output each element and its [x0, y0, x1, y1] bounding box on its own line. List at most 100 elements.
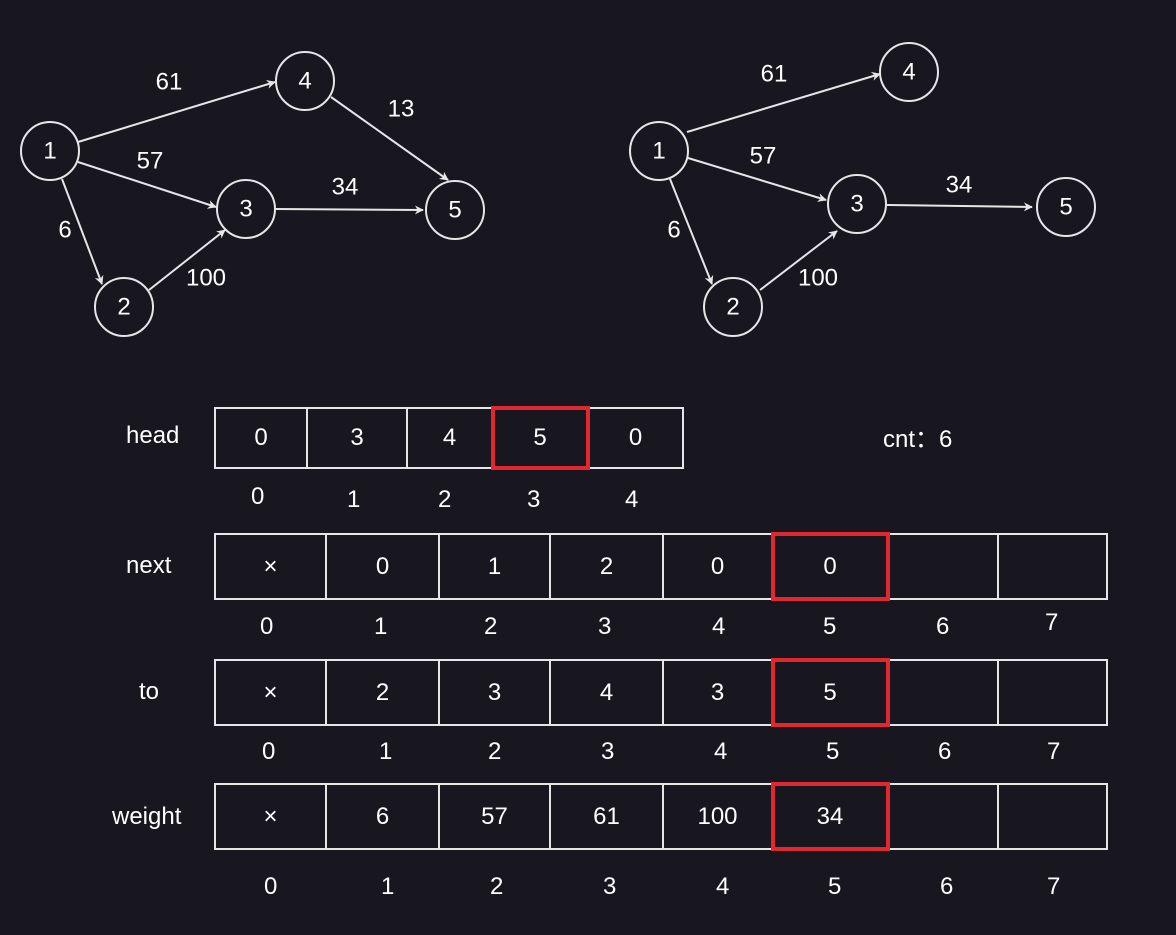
head-index: 2: [438, 486, 452, 513]
right-node-5-circle: [1036, 177, 1096, 237]
next-index: 6: [936, 613, 950, 640]
head-index: 1: [347, 486, 361, 513]
to-cell: [889, 661, 999, 724]
next-cell: 0: [327, 535, 440, 598]
right-node-5-label: 5: [1059, 194, 1072, 221]
to-index: 2: [488, 738, 502, 765]
left-node-3-label: 3: [239, 196, 252, 223]
to-index: 0: [262, 738, 276, 765]
next-cell: 1: [440, 535, 551, 598]
next-cell: 2: [551, 535, 664, 598]
weight-index: 3: [603, 873, 617, 900]
to-index: 3: [601, 738, 615, 765]
next-array: × 0 1 2 0 0: [214, 532, 1108, 601]
weight-cell-highlighted: 34: [771, 782, 890, 851]
weight-cell: 100: [664, 785, 773, 848]
right-edge-3-5: [886, 202, 1033, 212]
to-cell: 3: [440, 661, 551, 724]
next-index: 7: [1045, 609, 1059, 636]
right-graph: [629, 42, 1096, 337]
to-index: 7: [1047, 738, 1061, 765]
weight-cell: [889, 785, 999, 848]
weight-index: 0: [264, 873, 278, 900]
left-weight-4-5: 13: [388, 96, 415, 123]
head-label: head: [126, 422, 180, 449]
left-weight-1-4: 61: [156, 69, 183, 96]
to-cell: [999, 661, 1106, 724]
right-node-3-circle: [827, 174, 887, 234]
left-node-1-circle: [20, 121, 80, 181]
next-cell: [999, 535, 1106, 598]
right-edge-1-2: [669, 178, 714, 285]
to-cell: 4: [551, 661, 664, 724]
left-node-3-circle: [216, 179, 276, 239]
left-node-4-circle: [275, 51, 335, 111]
to-cell: 2: [327, 661, 440, 724]
head-cell: 0: [628, 424, 643, 451]
next-index: 2: [484, 613, 498, 640]
right-node-4-circle: [879, 42, 939, 102]
left-node-5-label: 5: [448, 197, 461, 224]
right-node-2-circle: [703, 277, 763, 337]
to-index: 4: [714, 738, 728, 765]
to-cell: ×: [216, 661, 327, 724]
left-edge-1-2: [61, 178, 104, 285]
head-array: 0 3 4 5 0: [214, 406, 684, 470]
head-index: 0: [251, 483, 265, 510]
right-edge-1-3: [687, 157, 827, 202]
right-weight-3-5: 34: [946, 172, 973, 199]
weight-cell: 57: [440, 785, 551, 848]
left-node-1-label: 1: [43, 138, 56, 165]
left-weight-1-2: 6: [58, 217, 71, 244]
weight-cell: 6: [327, 785, 440, 848]
to-cell-highlighted: 5: [771, 658, 890, 727]
right-edge-2-3: [759, 230, 838, 291]
head-cell: 3: [308, 409, 408, 467]
head-index: 4: [625, 486, 639, 513]
right-weight-1-3: 57: [750, 143, 777, 170]
to-index: 5: [826, 738, 840, 765]
right-weight-2-3: 100: [798, 265, 838, 292]
to-cell: 3: [664, 661, 773, 724]
right-node-4-label: 4: [902, 59, 915, 86]
right-edge-1-4: [686, 72, 881, 133]
next-cell-highlighted: 0: [771, 532, 890, 601]
head-cell: 4: [408, 409, 493, 467]
weight-index: 2: [490, 873, 504, 900]
next-label: next: [126, 552, 172, 579]
left-edge-1-3: [77, 161, 217, 209]
right-node-1-label: 1: [652, 138, 665, 165]
left-weight-2-3: 100: [186, 265, 226, 292]
left-node-2-label: 2: [117, 294, 130, 321]
left-node-2-circle: [94, 277, 154, 337]
weight-cell: [999, 785, 1106, 848]
to-index: 6: [938, 738, 952, 765]
to-array: × 2 3 4 3 5: [214, 658, 1108, 727]
weight-index: 4: [716, 873, 730, 900]
weight-cell: ×: [216, 785, 327, 848]
weight-index: 5: [828, 873, 842, 900]
head-cell-highlighted: 5: [491, 406, 590, 470]
weight-index: 1: [381, 873, 395, 900]
head-cell: 0: [216, 409, 308, 467]
left-weight-3-5: 34: [332, 174, 359, 201]
left-node-4-label: 4: [298, 68, 311, 95]
left-edge-2-3: [148, 229, 226, 291]
left-node-5-circle: [425, 180, 485, 240]
weight-cell: 61: [551, 785, 664, 848]
right-weight-1-2: 6: [667, 217, 680, 244]
weight-label: weight: [112, 803, 182, 830]
next-cell: ×: [216, 535, 327, 598]
head-index: 3: [527, 486, 541, 513]
weight-index: 7: [1047, 873, 1061, 900]
right-node-3-label: 3: [850, 191, 863, 218]
weight-array: × 6 57 61 100 34: [214, 782, 1108, 851]
next-index: 4: [712, 613, 726, 640]
right-node-1-circle: [629, 121, 689, 181]
next-cell: [889, 535, 999, 598]
next-index: 3: [598, 613, 612, 640]
left-edge-3-5: [275, 205, 424, 215]
next-index: 1: [374, 613, 388, 640]
to-index: 1: [379, 738, 393, 765]
left-edge-1-4: [77, 80, 276, 143]
